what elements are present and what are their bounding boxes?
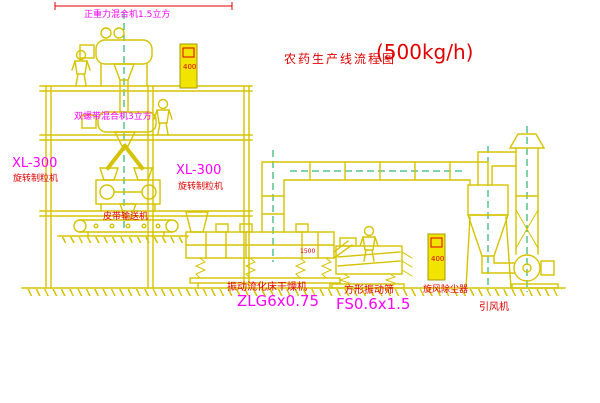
label-dimension-1500: 1500 (300, 248, 316, 255)
control-panel-top (179, 43, 198, 89)
page-title: 农药生产线流程图 (284, 52, 397, 66)
gravity-mixer (79, 27, 153, 113)
control-panel-right (427, 233, 446, 281)
person-figure-3 (359, 225, 379, 262)
induced-draft-fan (511, 254, 559, 289)
cyclone-separator (465, 151, 517, 289)
person-figure-2 (153, 98, 173, 135)
label-sieve-name: 方形振动筛 (344, 285, 394, 296)
ribbon-mixer (81, 111, 157, 171)
label-granulator-mid-model: XL-300 (176, 163, 222, 178)
label-belt-conveyor: 皮带输送机 (103, 212, 149, 222)
label-sieve-model: FS0.6x1.5 (336, 295, 411, 313)
title-capacity: (500kg/h) (376, 40, 474, 64)
belt-conveyor (73, 219, 179, 237)
label-granulator-mid-name: 旋转制粒机 (178, 182, 224, 192)
label-dryer-name: 振动流化床干燥机 (227, 282, 307, 293)
panel-right-value: 400 (431, 255, 445, 263)
label-granulator-left-model: XL-300 (12, 156, 58, 171)
vibrating-sieve (331, 237, 413, 289)
label-granulator-left-name: 旋转制粒机 (13, 174, 59, 184)
exhaust-stack (508, 133, 546, 255)
fluid-bed-dryer (185, 211, 353, 289)
panel-top-value: 400 (183, 63, 197, 71)
label-ribbon-mixer: 双螺带混合机3立方 (74, 112, 152, 122)
building-frame (39, 85, 253, 289)
ground-hatch (24, 289, 562, 296)
floor-hatch (58, 237, 188, 243)
granulator (95, 167, 161, 221)
label-cyclone: 旋风除尘器 (423, 285, 469, 295)
label-gravity-mixer: 正重力混合机1.5立方 (84, 10, 171, 20)
person-figure-1 (71, 49, 91, 86)
label-fan: 引风机 (479, 302, 509, 313)
dimension-line (54, 2, 233, 10)
exhaust-duct (261, 161, 489, 233)
label-dryer-model: ZLG6x0.75 (237, 292, 320, 310)
